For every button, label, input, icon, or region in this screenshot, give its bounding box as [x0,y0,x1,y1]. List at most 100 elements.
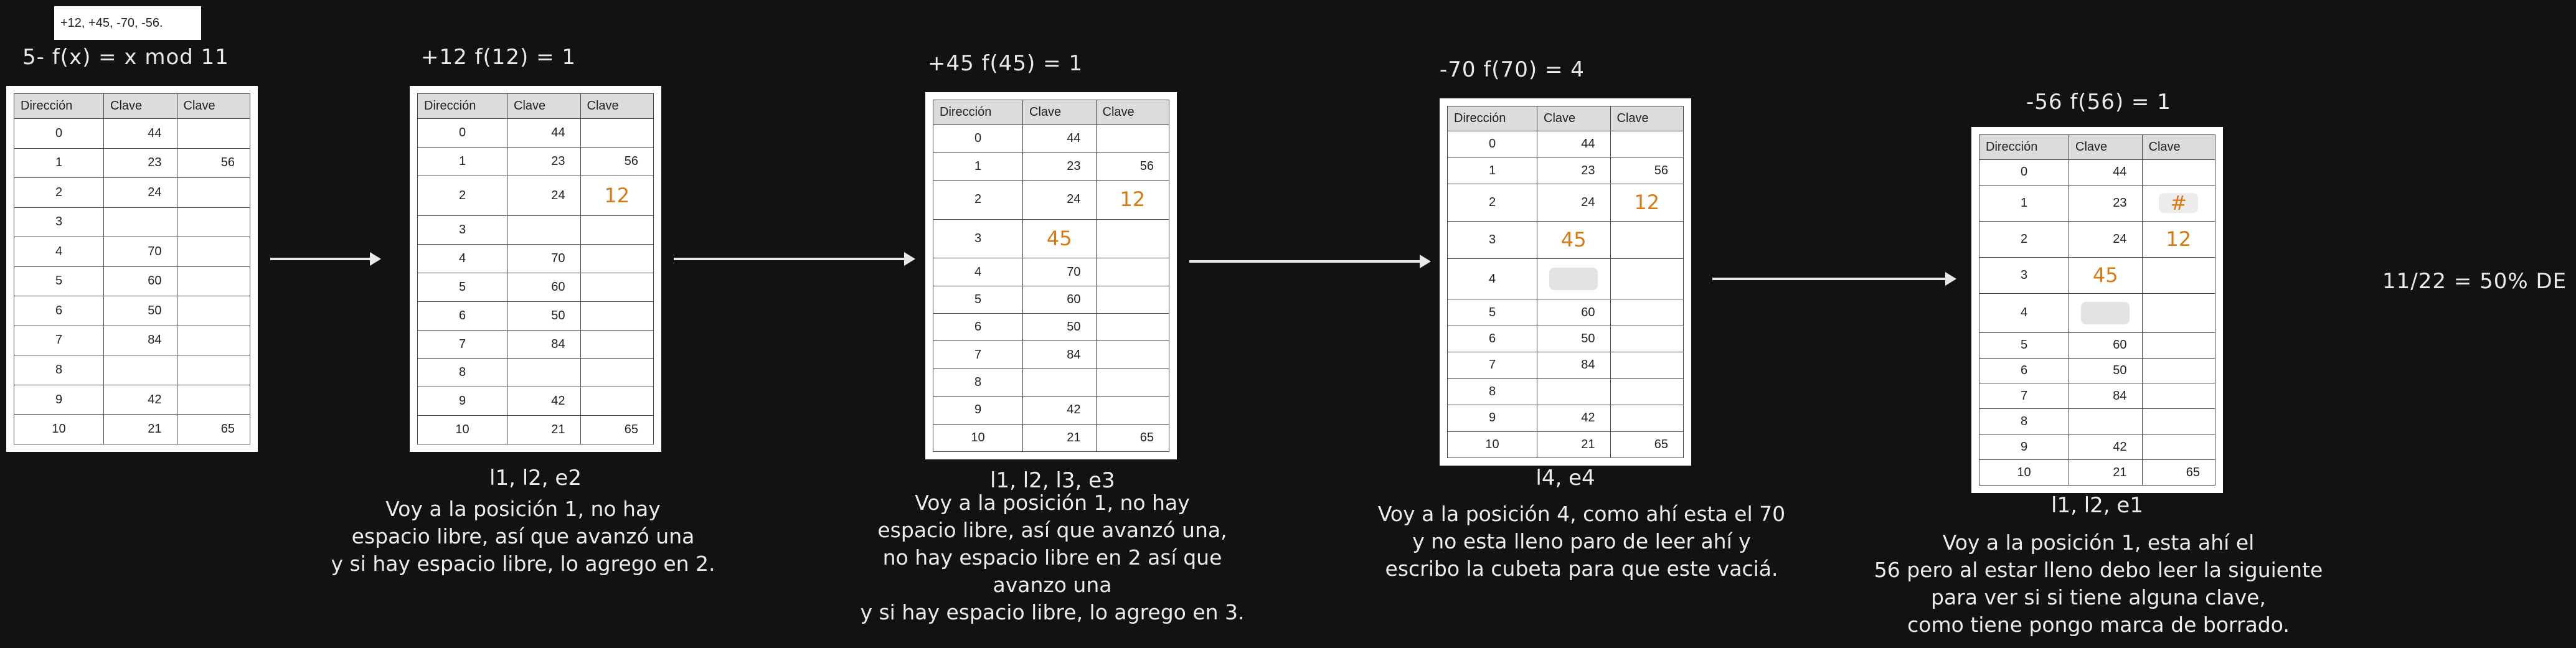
key-cell: 24 [507,175,581,217]
key-cell: 56 [1095,152,1169,181]
key-cell [1095,218,1169,259]
key-cell [580,387,654,416]
step-2-note-line: no hay espacio libre en 2 así que [882,545,1222,570]
inserted-key: 12 [1120,187,1146,212]
step-3-note-line: Voy a la posición 4, como ahí esta el 70 [1377,502,1786,526]
inserted-key: 45 [2092,263,2118,287]
address-cell: 0 [1978,159,2070,185]
key-cell [1095,285,1169,314]
column-header: Clave [507,93,581,119]
address-cell: 10 [932,423,1024,453]
address-cell: 6 [1446,325,1538,353]
key-cell: 42 [507,387,581,416]
result-label: 11/22 = 50% DE [2382,269,2567,294]
address-cell: 6 [932,313,1024,342]
address-cell: 9 [13,384,105,415]
address-cell: 7 [13,325,105,356]
step-2-note: Voy a la posición 1, no hay espacio libr… [828,489,1276,626]
step-4-note: Voy a la posición 1, esta ahí el 56 pero… [1837,529,2360,639]
address-cell: 8 [417,358,508,388]
column-header: Clave [580,93,654,119]
inserted-key: 12 [2166,227,2192,251]
key-cell [507,215,581,245]
address-cell: 0 [1446,130,1538,158]
key-cell: 42 [2069,434,2143,460]
table-row: 3 [13,207,250,238]
address-cell: 4 [1446,258,1538,300]
column-header: Clave [176,93,250,119]
key-cell: 23 [507,146,581,176]
key-cell: 65 [580,415,654,444]
column-header: Clave [1022,100,1097,125]
column-header: Clave [2069,134,2143,160]
key-cell [2069,293,2143,333]
address-cell: 2 [13,177,105,208]
key-cell: 45 [1537,220,1611,260]
address-cell: 7 [1978,383,2070,410]
key-cell: 60 [1022,285,1097,314]
key-cell: 60 [2069,332,2143,359]
table-row: 8 [417,358,654,388]
key-cell [176,296,250,326]
address-cell: 5 [417,273,508,302]
key-cell: 21 [507,415,581,444]
step-1-title: +12 f(12) = 1 [421,45,577,70]
table-row: 3 [417,215,654,245]
step-2-note-line: espacio libre, así que avanzó una, [877,518,1227,542]
key-cell [176,118,250,149]
step-1-note-line: Voy a la posición 1, no hay [385,497,661,521]
step-3-note-line: y no esta lleno paro de leer ahí y [1412,529,1751,553]
key-cell [580,215,654,245]
address-cell: 7 [932,340,1024,369]
address-cell: 5 [13,266,105,297]
key-cell [2141,357,2215,384]
key-cell [176,325,250,356]
table-row: 4 [1978,293,2215,333]
key-cell [1610,325,1684,353]
address-cell: 8 [13,355,105,385]
column-header: Clave [1610,106,1684,131]
step-3-note-line: escribo la cubeta para que este vaciá. [1385,556,1778,581]
key-cell [580,118,654,148]
key-cell [2141,256,2215,294]
key-cell: 56 [580,146,654,176]
address-cell: 2 [1446,183,1538,222]
inserted-key: 45 [1560,227,1587,251]
key-cell: 24 [103,177,177,208]
key-cell: 50 [2069,357,2143,384]
step-4-note-line: 56 pero al estar lleno debo leer la sigu… [1874,558,2323,582]
key-cell: 12 [580,175,654,217]
step-4-reads: l1, l2, e1 [2051,493,2143,518]
address-cell: 4 [1978,293,2070,333]
table-row: 4 [1446,258,1684,300]
key-cell: 12 [1095,179,1169,220]
key-cell [176,355,250,385]
address-cell: 0 [13,118,105,149]
key-cell: 44 [1537,130,1611,158]
key-cell: 60 [507,273,581,302]
key-cell [176,266,250,297]
key-cell: 23 [1537,157,1611,184]
